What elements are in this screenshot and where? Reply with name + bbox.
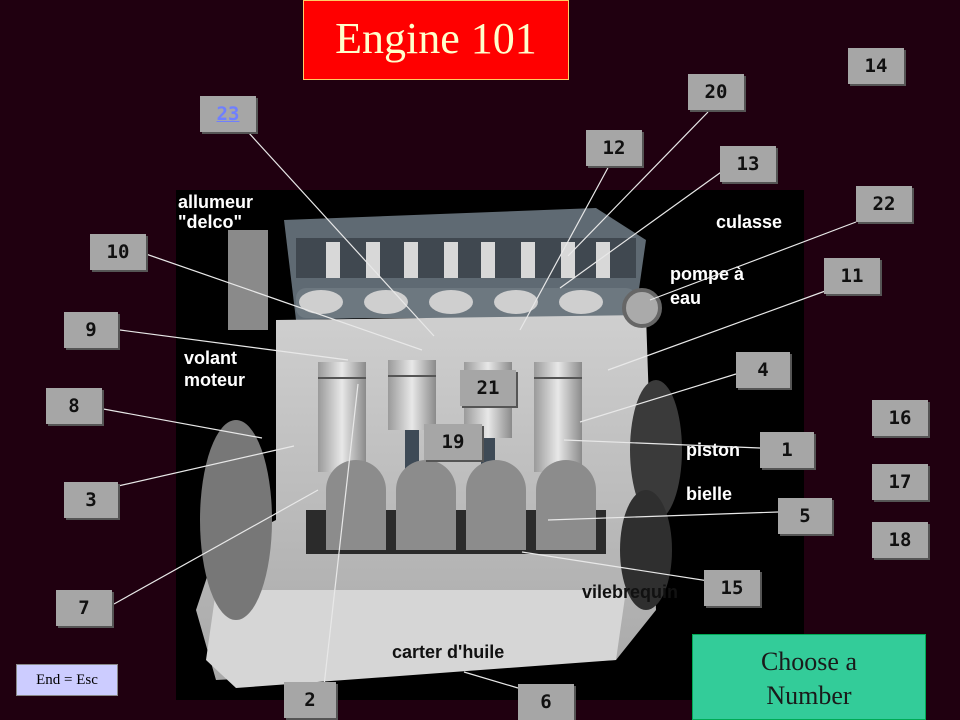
label-eau: eau bbox=[670, 288, 702, 308]
number-button-4[interactable]: 4 bbox=[736, 352, 790, 388]
label-piston: piston bbox=[686, 440, 740, 460]
oil-pan bbox=[206, 590, 626, 688]
label-allumeur: allumeur bbox=[178, 192, 254, 212]
choose-line-2: Number bbox=[766, 681, 852, 710]
label-vilebrequin: vilebrequin bbox=[582, 582, 679, 602]
label-volant: volant bbox=[184, 348, 238, 368]
number-button-17[interactable]: 17 bbox=[872, 464, 928, 500]
number-button-10[interactable]: 10 bbox=[90, 234, 146, 270]
page-title: Engine 101 bbox=[303, 0, 569, 80]
number-button-1[interactable]: 1 bbox=[760, 432, 814, 468]
number-button-14[interactable]: 14 bbox=[848, 48, 904, 84]
number-button-23-link[interactable]: 23 bbox=[200, 96, 256, 132]
flywheel bbox=[200, 420, 272, 620]
number-button-20[interactable]: 20 bbox=[688, 74, 744, 110]
label-carter: carter d'huile bbox=[392, 642, 505, 662]
number-button-13[interactable]: 13 bbox=[720, 146, 776, 182]
engine-cutaway-image: allumeur "delco" culasse pompe à eau vol… bbox=[176, 190, 804, 700]
water-pump bbox=[622, 288, 662, 328]
number-button-3[interactable]: 3 bbox=[64, 482, 118, 518]
number-button-21[interactable]: 21 bbox=[460, 370, 516, 406]
number-button-7[interactable]: 7 bbox=[56, 590, 112, 626]
number-button-2[interactable]: 2 bbox=[284, 682, 336, 718]
number-button-15[interactable]: 15 bbox=[704, 570, 760, 606]
crankshaft bbox=[306, 460, 606, 554]
distributor bbox=[228, 230, 268, 330]
number-button-22[interactable]: 22 bbox=[856, 186, 912, 222]
number-button-5[interactable]: 5 bbox=[778, 498, 832, 534]
label-bielle: bielle bbox=[686, 484, 733, 504]
label-culasse: culasse bbox=[716, 212, 783, 232]
label-pompe: pompe à bbox=[670, 264, 745, 284]
number-button-8[interactable]: 8 bbox=[46, 388, 102, 424]
label-delco: "delco" bbox=[178, 212, 243, 232]
number-button-16[interactable]: 16 bbox=[872, 400, 928, 436]
end-esc-button[interactable]: End = Esc bbox=[16, 664, 118, 696]
number-button-19[interactable]: 19 bbox=[424, 424, 482, 460]
number-button-18[interactable]: 18 bbox=[872, 522, 928, 558]
number-button-9[interactable]: 9 bbox=[64, 312, 118, 348]
number-button-12[interactable]: 12 bbox=[586, 130, 642, 166]
choose-number-box: Choose a Number bbox=[692, 634, 926, 720]
label-moteur: moteur bbox=[184, 370, 246, 390]
choose-line-1: Choose a bbox=[760, 647, 858, 676]
number-button-11[interactable]: 11 bbox=[824, 258, 880, 294]
number-button-6[interactable]: 6 bbox=[518, 684, 574, 720]
